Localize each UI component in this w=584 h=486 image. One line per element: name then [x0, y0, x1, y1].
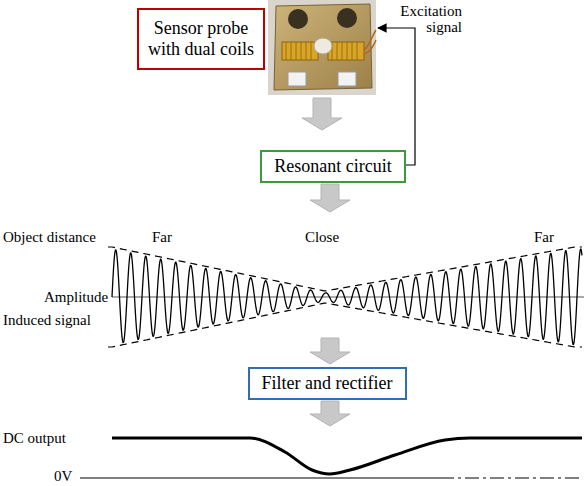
distance-label: Far [152, 229, 172, 245]
axis-label: DC output [3, 430, 66, 446]
induced-signal-wave [112, 249, 582, 344]
dc-output-line [112, 438, 582, 474]
box-text: Filter and rectifier [262, 373, 393, 394]
zero-baseline [80, 478, 440, 479]
excitation-line [378, 28, 415, 165]
axis-label: 0V [54, 468, 72, 484]
process-box: Filter and rectifier [248, 367, 407, 400]
box-text: Sensor probe with dual coils [147, 18, 255, 60]
envelope-upper [108, 247, 582, 291]
process-box: Resonant circuit [260, 150, 406, 183]
induced-waveform [108, 247, 582, 347]
envelope-lower [108, 303, 582, 347]
dc-output-curve [112, 438, 582, 474]
distance-label: Close [305, 229, 339, 245]
box-text: Resonant circuit [274, 156, 391, 177]
zero-baseline-dashed [440, 478, 582, 479]
amplitude-axis [112, 297, 584, 298]
axis-label: Object distance [3, 229, 96, 245]
probe-label-box: Sensor probe with dual coils [137, 8, 265, 70]
axis-label: Amplitude [44, 289, 108, 305]
signal-label: Excitation signal [398, 3, 462, 35]
sensor-probe-photo [268, 0, 376, 95]
distance-label: Far [534, 229, 554, 245]
axis-label: Induced signal [3, 312, 91, 328]
